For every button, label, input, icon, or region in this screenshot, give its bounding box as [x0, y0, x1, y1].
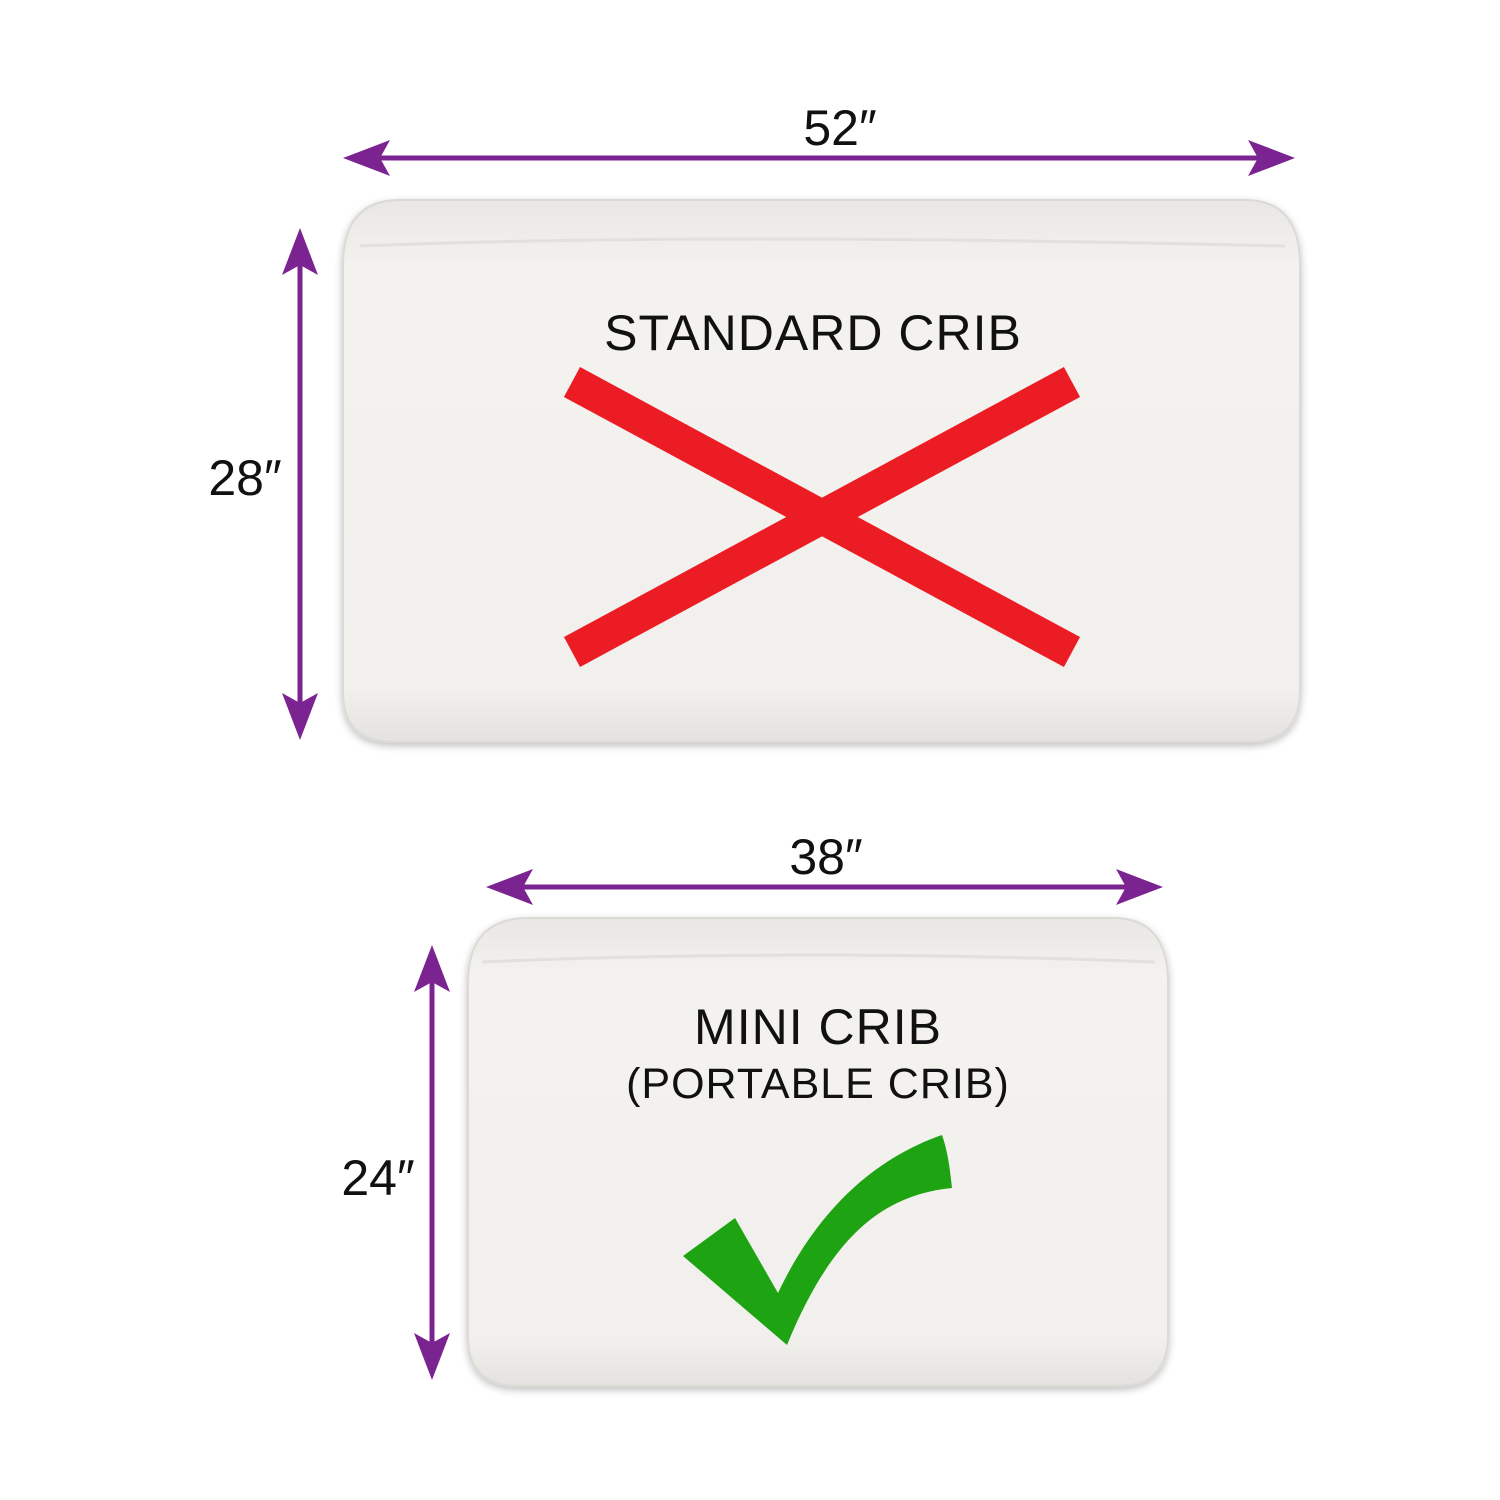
arrow-left-icon: [486, 869, 533, 905]
mini-crib-label: MINI CRIB: [694, 999, 942, 1055]
standard-crib-label: STANDARD CRIB: [604, 305, 1022, 361]
arrow-up-icon: [282, 228, 318, 275]
mini-crib-group: 38″ 24″ MINI CRIB (PORTABLE CRIB): [341, 829, 1169, 1387]
mini-height-label: 24″: [341, 1150, 414, 1206]
standard-width-label: 52″: [803, 100, 876, 156]
arrow-right-icon: [1248, 140, 1295, 176]
arrow-down-icon: [282, 693, 318, 740]
check-mark-icon: [683, 1135, 952, 1345]
standard-height-dimension: 28″: [208, 228, 318, 740]
mini-height-dimension: 24″: [341, 945, 450, 1380]
standard-width-dimension: 52″: [343, 100, 1295, 176]
arrow-up-icon: [414, 945, 450, 992]
arrow-down-icon: [414, 1333, 450, 1380]
mini-width-dimension: 38″: [486, 829, 1163, 905]
x-mark-icon: [563, 367, 1081, 667]
mini-width-label: 38″: [789, 829, 862, 885]
mini-crib-sublabel: (PORTABLE CRIB): [626, 1060, 1010, 1108]
arrow-left-icon: [343, 140, 390, 176]
arrow-right-icon: [1116, 869, 1163, 905]
mini-crib-mattress: [467, 917, 1169, 1387]
standard-crib-mattress: [342, 199, 1301, 743]
standard-height-label: 28″: [208, 450, 281, 506]
standard-crib-group: 52″ 28″ STANDARD CRIB: [208, 100, 1301, 743]
